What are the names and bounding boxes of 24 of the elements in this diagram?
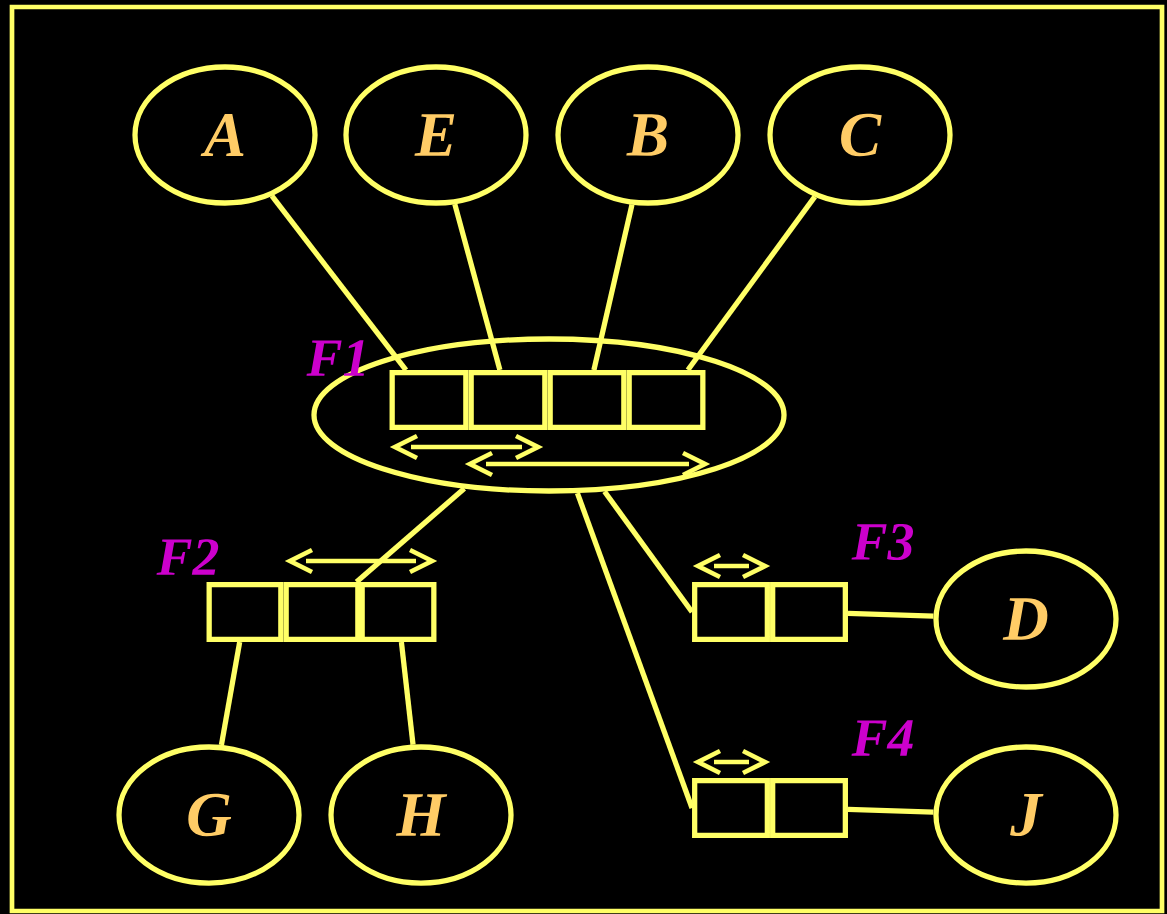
connector-line [398, 641, 416, 745]
box [547, 370, 627, 430]
box [359, 582, 437, 642]
group-label: F3 [851, 523, 913, 561]
connector-line [218, 641, 243, 746]
box [770, 778, 848, 838]
connector-line [847, 806, 934, 815]
connector-line [602, 489, 695, 614]
box [692, 778, 770, 838]
box [692, 582, 770, 642]
box [283, 582, 361, 642]
connector-line [685, 195, 817, 372]
connector-line [269, 194, 409, 372]
box [770, 582, 848, 642]
connector-line [354, 486, 467, 585]
box [389, 370, 469, 430]
box [626, 370, 706, 430]
group-label: F4 [851, 720, 913, 756]
connector-line [591, 204, 635, 371]
connector-line [847, 610, 934, 619]
group-label: F2 [156, 539, 219, 575]
box [206, 582, 284, 642]
connector-line [574, 492, 695, 809]
box [468, 370, 548, 430]
